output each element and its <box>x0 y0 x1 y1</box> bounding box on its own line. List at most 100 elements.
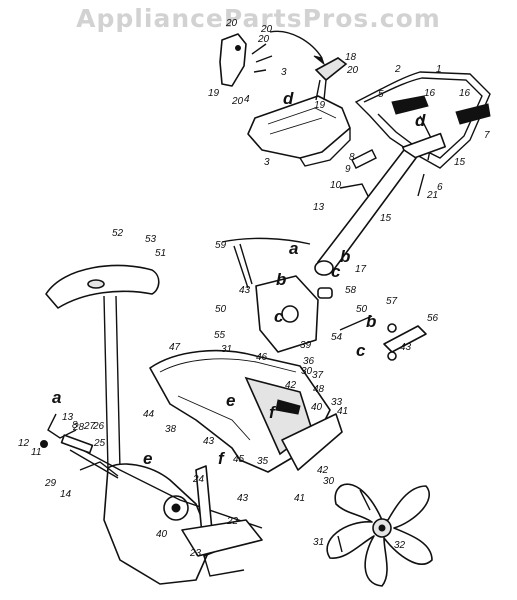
callout-number: 40 <box>311 402 323 413</box>
callout-number: 32 <box>394 540 406 551</box>
callout-number: 11 <box>31 447 41 458</box>
callout-number: 18 <box>345 52 357 63</box>
ref-letter-b: b <box>366 312 376 331</box>
callout-number: 30 <box>301 366 313 377</box>
callout-number: 2 <box>394 64 401 75</box>
callout-number: 14 <box>60 489 72 500</box>
callout-number: 43 <box>239 285 251 296</box>
callout-number: 12 <box>18 438 30 449</box>
callout-number: 37 <box>312 370 324 381</box>
handle-tube <box>317 149 417 273</box>
callout-number: 54 <box>331 332 343 343</box>
link-bar <box>339 315 427 361</box>
ref-letter-d: d <box>415 111 426 130</box>
callout-number: 28 <box>72 422 85 433</box>
callout-number: 43 <box>203 436 215 447</box>
callout-number: 44 <box>143 409 155 420</box>
ref-letter-c: c <box>356 341 366 360</box>
callout-number: 23 <box>189 548 202 559</box>
ref-letter-f: f <box>269 403 277 422</box>
right-grip <box>455 103 491 125</box>
ref-letter-b: b <box>340 247 350 266</box>
callout-number: 41 <box>337 406 348 417</box>
callout-number: 27 <box>83 421 96 432</box>
callout-number: 38 <box>165 424 177 435</box>
callout-number: 21 <box>426 190 438 201</box>
callout-number: 31 <box>313 537 324 548</box>
handle-console <box>247 95 351 159</box>
control-bracket <box>219 33 247 87</box>
tine-shield <box>45 243 343 473</box>
callout-number: 41 <box>294 493 305 504</box>
callout-number: 51 <box>155 248 166 259</box>
callout-number: 22 <box>226 516 239 527</box>
callout-numbers: 1 2 3 3 4 5 6 7 8 8 9 10 11 12 13 13 14 … <box>18 18 490 559</box>
wheel-bracket <box>181 519 263 557</box>
callout-number: 55 <box>214 330 226 341</box>
ref-letter-d: d <box>283 89 294 108</box>
callout-number: 50 <box>215 304 227 315</box>
callout-number: 57 <box>386 296 398 307</box>
transmission-housing <box>103 463 213 585</box>
callout-number: 59 <box>215 240 227 251</box>
callout-number: 39 <box>300 340 312 351</box>
callout-number: 4 <box>244 94 250 105</box>
callout-number: 8 <box>349 152 355 163</box>
callout-number: 24 <box>192 474 205 485</box>
ref-letter-a: a <box>289 239 298 258</box>
ref-letter-e: e <box>143 449 152 468</box>
callout-number: 20 <box>257 34 270 45</box>
callout-number: 46 <box>256 352 268 363</box>
callout-number: 47 <box>169 342 181 353</box>
callout-number: 36 <box>303 356 315 367</box>
callout-number: 3 <box>264 157 270 168</box>
callout-number: 7 <box>484 130 490 141</box>
callout-number: 20 <box>260 24 273 35</box>
side-plate <box>281 413 343 471</box>
callout-number: 31 <box>221 344 232 355</box>
callout-number: 29 <box>44 478 57 489</box>
ref-letter-c: c <box>331 262 341 281</box>
callout-number: 40 <box>156 529 168 540</box>
callout-number: 16 <box>459 88 471 99</box>
callout-number: 20 <box>225 18 238 29</box>
callout-number: 42 <box>285 380 297 391</box>
callout-number: 5 <box>378 89 384 100</box>
callout-number: 19 <box>314 100 326 111</box>
callout-number: 35 <box>257 456 269 467</box>
callout-number: 13 <box>313 202 325 213</box>
callout-number: 9 <box>345 164 351 175</box>
callout-number: 30 <box>323 476 335 487</box>
callout-number: 43 <box>237 493 249 504</box>
callout-number: 10 <box>330 180 342 191</box>
callout-number: 43 <box>400 342 412 353</box>
callout-number: 48 <box>313 384 325 395</box>
callout-number: 25 <box>93 438 106 449</box>
ref-letter-e: e <box>226 391 235 410</box>
callout-number: 33 <box>331 397 343 408</box>
callout-number: 6 <box>437 182 443 193</box>
left-grip <box>391 95 429 115</box>
callout-number: 52 <box>112 228 124 239</box>
callout-number: 3 <box>281 67 287 78</box>
lower-assembly <box>40 413 263 585</box>
callout-number: 15 <box>380 213 392 224</box>
callout-number: 16 <box>424 88 436 99</box>
callout-number: 45 <box>233 454 245 465</box>
ref-letter-b: b <box>276 270 286 289</box>
ref-letter-c: c <box>274 307 284 326</box>
tine-assembly <box>326 483 433 587</box>
callout-number: 20 <box>346 65 359 76</box>
callout-number: 17 <box>355 264 367 275</box>
callout-number: 13 <box>62 412 74 423</box>
callout-number: 8 <box>72 420 78 431</box>
callout-number: 42 <box>317 465 329 476</box>
ref-letter-a: a <box>52 388 61 407</box>
callout-number: 15 <box>454 157 466 168</box>
callout-number: 19 <box>208 88 220 99</box>
callout-number: 53 <box>145 234 157 245</box>
callout-number: 58 <box>345 285 357 296</box>
callout-number: 56 <box>427 313 439 324</box>
